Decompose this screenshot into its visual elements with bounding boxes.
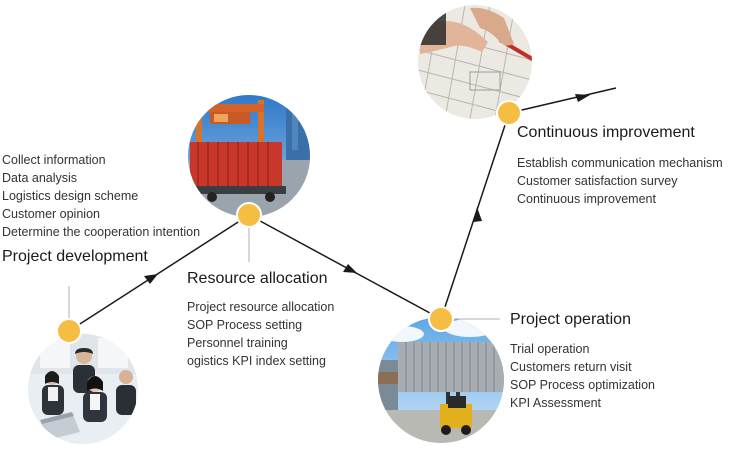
development-title: Project development [2,248,148,265]
arrow-2 [343,264,357,273]
development-item: Determine the cooperation intention [2,225,201,239]
operation-item: Customers return visit [510,360,632,374]
arrow-1 [144,274,158,284]
improvement-title: Continuous improvement [517,124,695,141]
development-item: Customer opinion [2,207,100,221]
improvement-items: Establish communication mechanism Custom… [517,154,723,208]
arrow-3 [473,207,482,222]
improvement-item: Establish communication mechanism [517,156,723,170]
resource-item: Personnel training [187,336,288,350]
development-items: Collect information Data analysis Logist… [2,151,200,241]
operation-title: Project operation [510,311,631,328]
arrow-4 [575,94,590,102]
stage-dot-resource [236,202,262,228]
development-item: Logistics design scheme [2,189,139,203]
blueprint-hands-photo [418,5,532,119]
operation-item: KPI Assessment [510,396,602,410]
development-item: Data analysis [2,171,78,185]
resource-title: Resource allocation [187,270,328,287]
resource-item: ogistics KPI index setting [187,354,326,368]
operation-item: SOP Process optimization [510,378,655,392]
stage-dot-improvement [496,100,522,126]
improvement-item: Customer satisfaction survey [517,174,678,188]
stage-dot-operation [428,306,454,332]
stage-dot-development [56,318,82,344]
improvement-item: Continuous improvement [517,192,656,206]
port-crane-container-photo [188,95,310,217]
container-forklift-photo [378,317,504,443]
development-item: Collect information [2,153,106,167]
resource-item: SOP Process setting [187,318,303,332]
resource-items: Project resource allocation SOP Process … [187,298,334,370]
office-team-photo [28,334,138,444]
resource-item: Project resource allocation [187,300,335,314]
operation-item: Trial operation [510,342,590,356]
operation-items: Trial operation Customers return visit S… [510,340,655,412]
